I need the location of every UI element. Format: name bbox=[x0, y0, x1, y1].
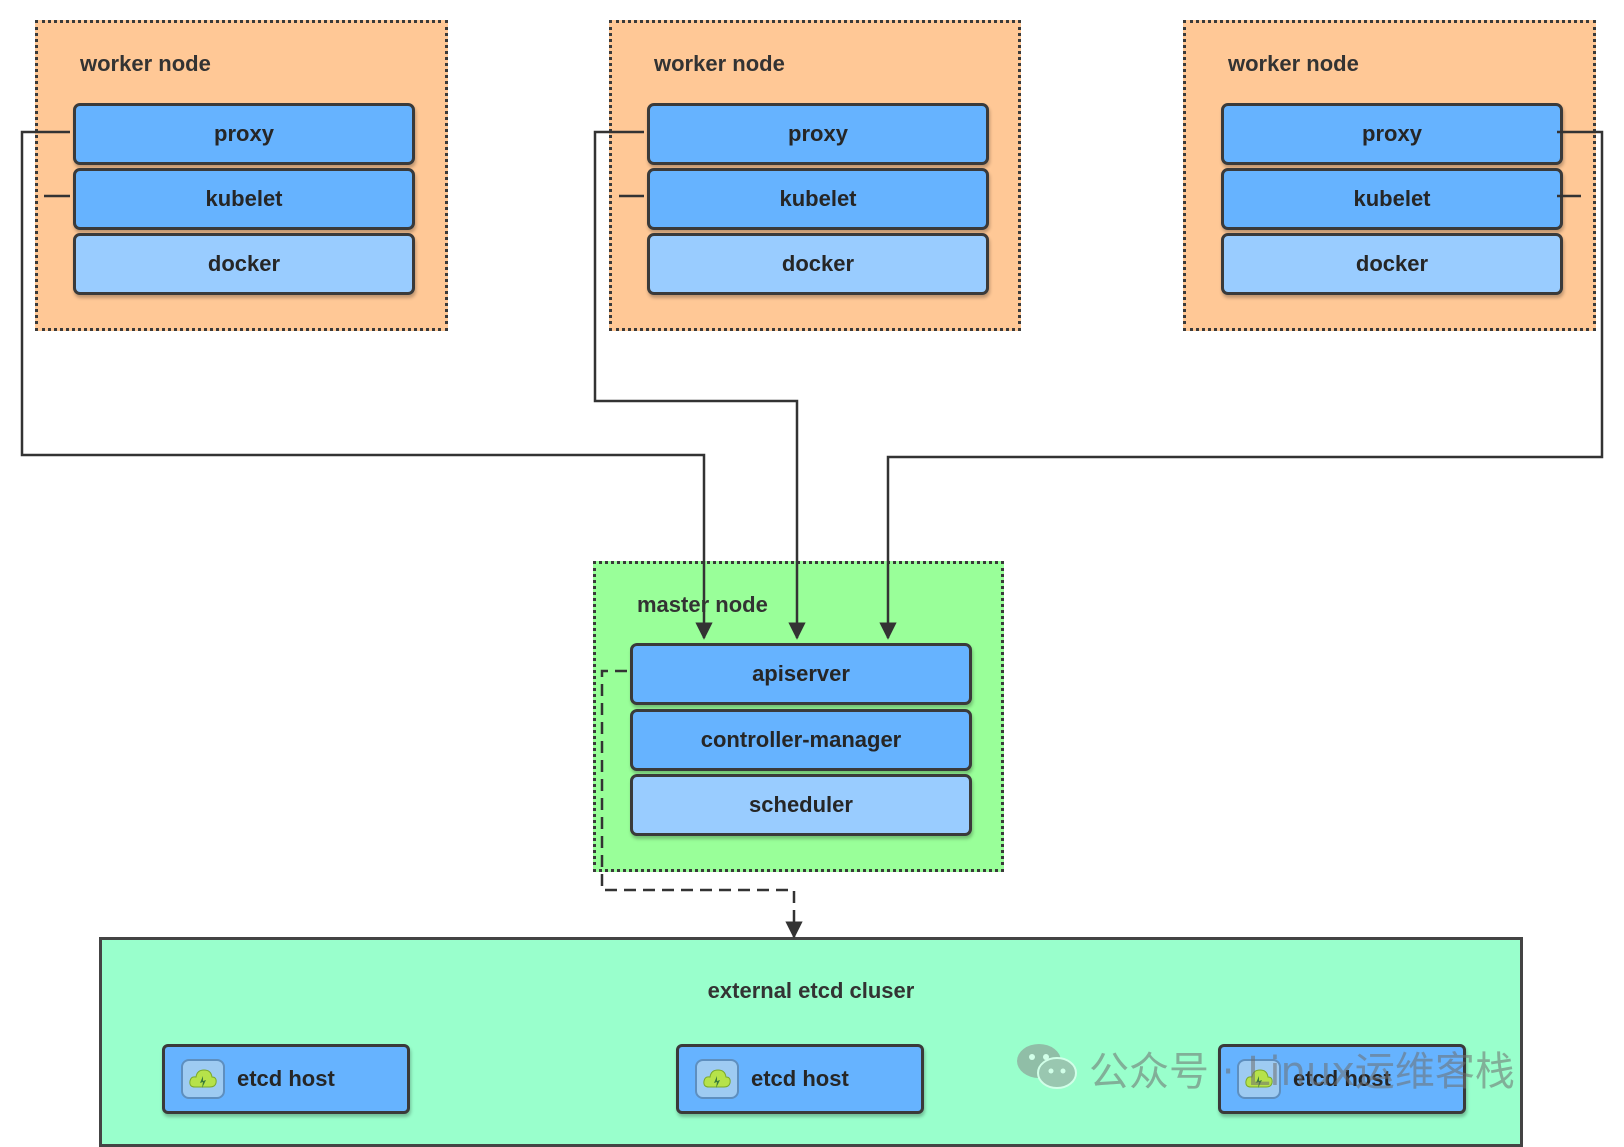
proxy-component: proxy bbox=[73, 103, 415, 165]
proxy-component: proxy bbox=[1221, 103, 1563, 165]
cloud-icon bbox=[1237, 1059, 1281, 1099]
wire-worker2-to-apiserver bbox=[593, 130, 806, 640]
worker-node-title: worker node bbox=[80, 51, 211, 76]
watermark-text: 公众号 · Linux运维客栈 bbox=[1089, 1049, 1515, 1095]
worker-node-3: worker node proxy kubelet docker bbox=[1183, 20, 1596, 331]
watermark: 公众号 · Linux运维客栈 bbox=[1015, 1040, 1515, 1096]
worker-node-title: worker node bbox=[1228, 51, 1359, 76]
wechat-icon bbox=[1015, 1041, 1079, 1096]
master-node-title: master node bbox=[637, 592, 768, 617]
etcd-host: etcd host bbox=[162, 1044, 410, 1114]
etcd-host-label: etcd host bbox=[237, 1066, 335, 1091]
master-node: master node apiserver controller-manager… bbox=[593, 561, 1004, 872]
proxy-component: proxy bbox=[647, 103, 989, 165]
worker-node-title: worker node bbox=[654, 51, 785, 76]
etcd-host: etcd host bbox=[1218, 1044, 1466, 1114]
etcd-cluster-title: external etcd cluser bbox=[707, 978, 915, 1003]
controller-manager-component: controller-manager bbox=[630, 709, 972, 771]
cloud-icon bbox=[181, 1059, 225, 1099]
cloud-icon bbox=[695, 1059, 739, 1099]
worker-node-1: worker node proxy kubelet docker bbox=[35, 20, 448, 331]
kubelet-component: kubelet bbox=[1221, 168, 1563, 230]
kubelet-component: kubelet bbox=[73, 168, 415, 230]
etcd-cluster: external etcd cluser etcd host etcd host… bbox=[99, 937, 1523, 1147]
docker-component: docker bbox=[1221, 233, 1563, 295]
wire-worker3-to-apiserver bbox=[879, 130, 1604, 640]
etcd-host: etcd host bbox=[676, 1044, 924, 1114]
scheduler-component: scheduler bbox=[630, 774, 972, 836]
wire-worker1-to-apiserver bbox=[20, 130, 713, 640]
worker-node-2: worker node proxy kubelet docker bbox=[609, 20, 1021, 331]
etcd-host-label: etcd host bbox=[1293, 1066, 1391, 1091]
docker-component: docker bbox=[73, 233, 415, 295]
etcd-host-label: etcd host bbox=[751, 1066, 849, 1091]
apiserver-component: apiserver bbox=[630, 643, 972, 705]
docker-component: docker bbox=[647, 233, 989, 295]
wire-apiserver-to-etcd bbox=[600, 669, 803, 939]
kubelet-component: kubelet bbox=[647, 168, 989, 230]
